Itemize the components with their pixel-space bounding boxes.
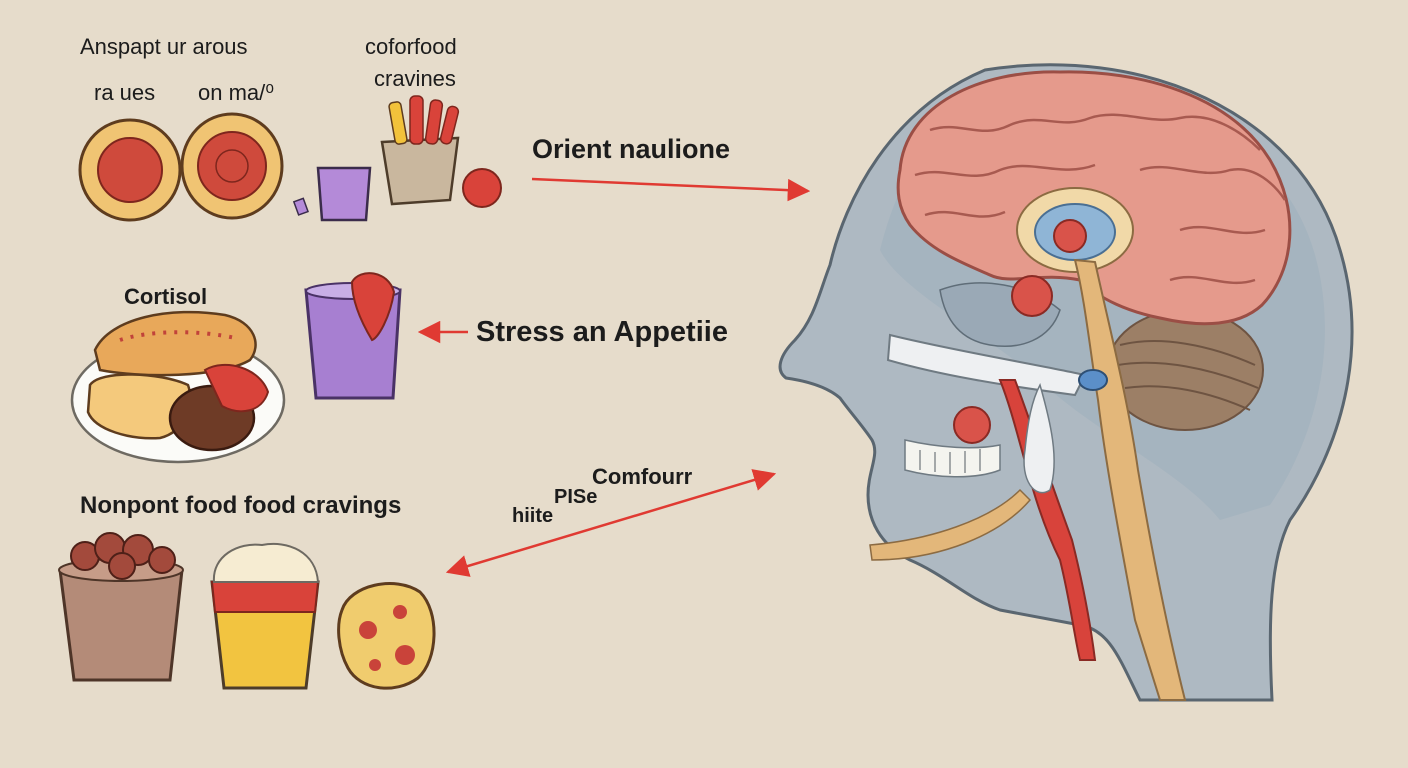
bottom-food-cluster xyxy=(58,532,436,690)
label-arrow-bottom-3: hiite xyxy=(512,505,554,527)
top-food-cluster xyxy=(78,95,502,222)
arrow-bottom xyxy=(445,469,777,577)
cerebellum xyxy=(1106,309,1264,431)
label-arrow-bottom-1: Comfourr xyxy=(592,464,693,489)
label-arrow-bottom-2: PISe xyxy=(554,486,598,508)
label-arrow-top: Orient naulione xyxy=(532,134,731,164)
nuts-bucket xyxy=(58,568,184,682)
tomato xyxy=(462,168,502,208)
hypothalamus xyxy=(1053,219,1087,253)
pizza-slice xyxy=(93,310,257,377)
middle-food-cluster xyxy=(70,272,402,464)
cookie xyxy=(337,582,436,690)
label-top-mid-line1: coforfood xyxy=(365,34,457,59)
head-illustration xyxy=(778,63,1354,702)
fries-cup xyxy=(380,136,460,206)
label-top-left-line3: on ma/⁰ xyxy=(198,80,275,105)
label-top-left-line1: Anspapt ur arous xyxy=(80,34,248,59)
label-cortisol: Cortisol xyxy=(124,284,208,309)
label-bottom-left: Nonpont food food cravings xyxy=(80,492,402,519)
purple-drink-glass xyxy=(316,166,372,222)
label-top-left-line2: ra ues xyxy=(94,80,156,105)
arrow-top xyxy=(531,177,811,202)
label-top-mid-line2: cravines xyxy=(374,66,456,91)
label-arrow-middle: Stress an Appetiie xyxy=(476,316,728,348)
